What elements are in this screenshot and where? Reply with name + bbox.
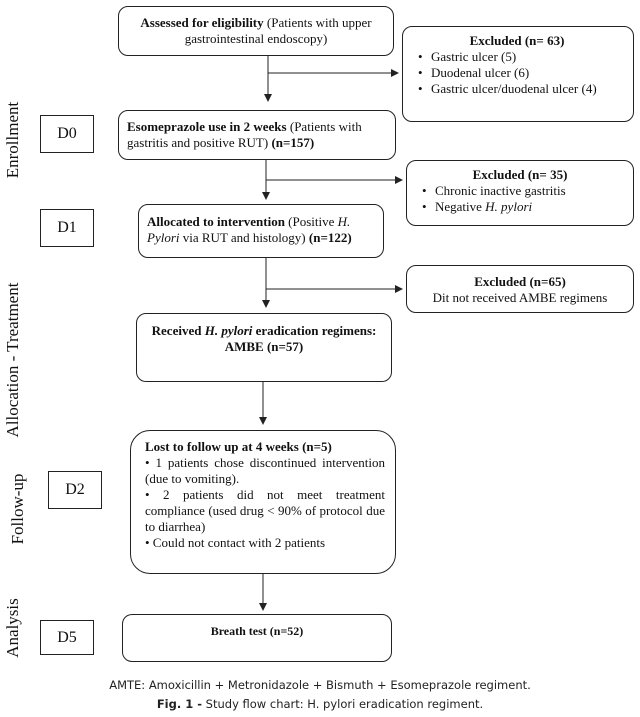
- excluded-box-3: Excluded (n=65) Dit not received AMBE re…: [406, 265, 634, 313]
- excluded-2-item: Chronic inactive gastritis: [422, 183, 625, 199]
- excluded-1-item: Gastric ulcer (5): [418, 49, 623, 65]
- received-species: H. pylori: [204, 323, 253, 338]
- allocated-desc-1: (Positive: [284, 214, 338, 229]
- esomeprazole-title: Esomeprazole use in 2 weeks: [127, 119, 287, 134]
- excluded-3-title: Excluded (n=65): [474, 274, 566, 289]
- esomeprazole-box: Esomeprazole use in 2 weeks (Patients wi…: [118, 110, 396, 160]
- stage-label-allocation: Allocation - Treatment: [3, 282, 22, 438]
- lost-followup-box: Lost to follow up at 4 weeks (n=5) • 1 p…: [130, 430, 396, 574]
- breath-test-label: Breath test (n=52): [210, 624, 304, 638]
- day-box-d0: D0: [40, 115, 94, 153]
- excluded-1-item: Duodenal ulcer (6): [418, 65, 623, 81]
- stage-label-followup: Follow-up: [8, 473, 27, 545]
- excluded-1-item: Gastric ulcer/duodenal ulcer (4): [418, 81, 623, 97]
- lost-followup-item: • Could not contact with 2 patients: [145, 535, 326, 550]
- breath-test-box: Breath test (n=52): [122, 614, 392, 662]
- allocated-species: H. Pylori: [147, 214, 351, 245]
- excluded-2-title: Excluded (n= 35): [472, 167, 568, 182]
- lost-followup-item: • 1 patients chose discontinued interven…: [145, 455, 385, 486]
- allocated-box: Allocated to intervention (Positive H. P…: [138, 204, 384, 258]
- stage-label-enrollment: Enrollment: [3, 101, 22, 179]
- day-box-d1: D1: [40, 209, 94, 247]
- allocated-count: (n=122): [308, 230, 352, 245]
- received-prefix: Received: [151, 323, 205, 338]
- excluded-2-item-prefix: Negative: [435, 199, 486, 214]
- day-box-d5: D5: [40, 620, 94, 655]
- excluded-2-item: Negative H. pylori: [422, 199, 625, 215]
- received-suffix: eradication regimens: AMBE (n=57): [224, 323, 377, 354]
- eligibility-box: Assessed for eligibility (Patients with …: [118, 6, 394, 56]
- esomeprazole-desc: (Patients with gastritis and positive RU…: [127, 119, 362, 150]
- received-box: Received H. pylori eradication regimens:…: [136, 313, 392, 382]
- excluded-2-list: Chronic inactive gastritis Negative H. p…: [415, 183, 625, 215]
- stage-label-analysis: Analysis: [3, 598, 22, 658]
- eligibility-desc: (Patients with upper gastrointestinal en…: [184, 15, 372, 46]
- excluded-1-title: Excluded (n= 63): [469, 33, 565, 48]
- excluded-box-2: Excluded (n= 35) Chronic inactive gastri…: [406, 160, 634, 226]
- eligibility-title: Assessed for eligibility: [140, 15, 264, 30]
- allocated-desc-2: via RUT and histology): [179, 230, 309, 245]
- excluded-2-item-species: H. pylori: [485, 199, 533, 214]
- abbreviation-note: AMTE: Amoxicillin + Metronidazole + Bism…: [109, 678, 531, 692]
- figure-title: Study flow chart: H. pylori eradication …: [202, 697, 484, 711]
- allocated-title: Allocated to intervention: [147, 214, 285, 229]
- figure-label: Fig. 1 -: [156, 697, 203, 711]
- lost-followup-item: • 2 patients did not meet treatment comp…: [145, 487, 385, 534]
- esomeprazole-count: (n=157): [271, 135, 315, 150]
- lost-followup-title: Lost to follow up at 4 weeks (n=5): [145, 439, 332, 454]
- excluded-3-text: Dit not received AMBE regimens: [432, 290, 608, 305]
- excluded-box-1: Excluded (n= 63) Gastric ulcer (5) Duode…: [402, 26, 634, 122]
- figure-caption: Fig. 1 - Study flow chart: H. pylori era…: [0, 697, 640, 711]
- day-box-d2: D2: [48, 471, 102, 509]
- excluded-1-list: Gastric ulcer (5) Duodenal ulcer (6) Gas…: [411, 49, 623, 97]
